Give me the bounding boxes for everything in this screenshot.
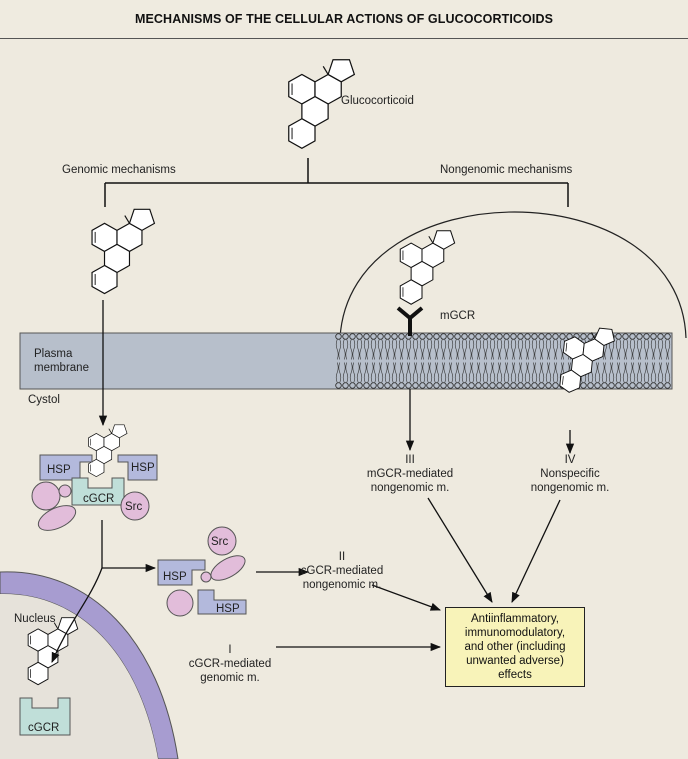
effects-line-5: effects — [498, 669, 532, 681]
genomic-glucocorticoid-molecule — [91, 208, 156, 295]
nongenomic-mechanisms-label: Nongenomic mechanisms — [440, 164, 573, 176]
cgcr-label-nucleus: cGCR — [28, 722, 60, 734]
mgcr-bound-glucocorticoid — [399, 230, 456, 305]
mechanism-iv-line1: Nonspecific — [540, 468, 600, 480]
effects-box: Antiinflammatory, immunomodulatory, and … — [445, 607, 585, 687]
effects-line-4: unwanted adverse) — [466, 655, 564, 667]
mechanism-iv-line2: nongenomic m. — [530, 482, 610, 494]
hsp-label-dissociated-top: HSP — [163, 571, 187, 583]
src-label-complex: Src — [125, 501, 143, 513]
effects-line-1: Antiinflammatory, — [471, 613, 559, 625]
effects-line-3: and other (including — [464, 641, 566, 653]
title-bar: MECHANISMS OF THE CELLULAR ACTIONS OF GL… — [0, 0, 688, 39]
mgcr-receptor — [396, 306, 424, 336]
glucocorticoid-label: Glucocorticoid — [341, 95, 414, 107]
lipid-bilayer — [335, 333, 671, 389]
mechanism-i-line1: cGCR-mediated — [188, 658, 272, 670]
dissociated-complex — [157, 526, 247, 617]
nongenomic-dome — [339, 211, 687, 339]
cystol-label: Cystol — [28, 394, 60, 406]
mgcr-label: mGCR — [440, 310, 476, 322]
mechanism-iii-numeral: III — [405, 454, 415, 466]
hsp-cgcr-complex — [31, 454, 158, 531]
hsp-label-left: HSP — [47, 464, 71, 476]
plasma-membrane-label-1: Plasma — [34, 348, 73, 360]
src-label-dissociated: Src — [211, 536, 229, 548]
mechanism-i-line2: genomic m. — [200, 672, 260, 684]
arrows — [51, 300, 575, 663]
mechanism-i-numeral: I — [228, 644, 232, 656]
effects-line-2: immunomodulatory, — [464, 627, 566, 639]
mechanism-iv-numeral: IV — [564, 454, 576, 466]
hsp-label-dissociated-bottom: HSP — [216, 603, 240, 615]
branch-lines — [104, 158, 569, 207]
mechanism-iii-line2: nongenomic m. — [370, 482, 450, 494]
mechanism-iii-line1: mGCR-mediated — [366, 468, 454, 480]
plasma-membrane-label-2: membrane — [34, 362, 89, 374]
hsp-complex-glucocorticoid — [88, 424, 128, 478]
cgcr-label-complex: cGCR — [83, 493, 115, 505]
nucleus-label: Nucleus — [14, 613, 56, 625]
genomic-mechanisms-label: Genomic mechanisms — [62, 164, 176, 176]
hsp-label-right: HSP — [131, 462, 155, 474]
mechanism-ii-numeral: II — [338, 551, 346, 563]
nuclear-cgcr — [19, 697, 71, 736]
diagram-title: MECHANISMS OF THE CELLULAR ACTIONS OF GL… — [134, 12, 554, 26]
mechanism-ii-line2: nongenomic m. — [302, 579, 382, 591]
mechanism-ii-line1: cGCR-mediated — [300, 565, 384, 577]
